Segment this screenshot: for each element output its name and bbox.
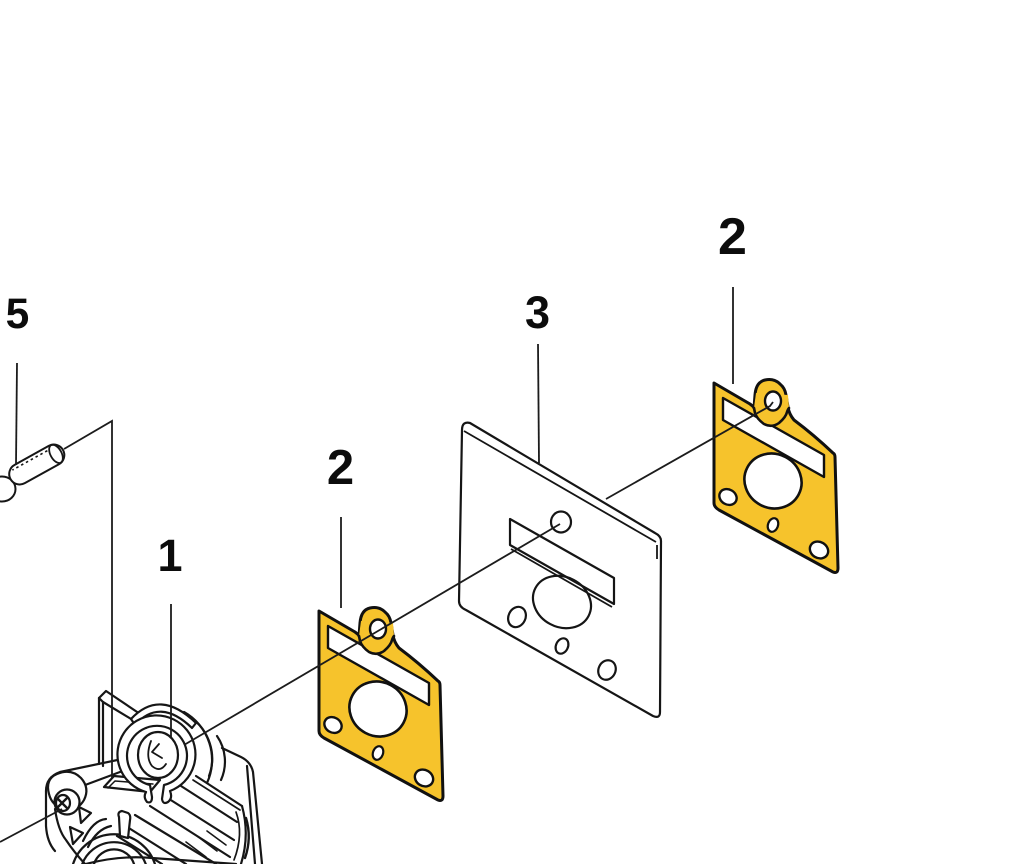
svg-text:5: 5 [6, 291, 30, 338]
svg-text:2: 2 [327, 441, 354, 495]
svg-text:1: 1 [157, 530, 182, 581]
svg-text:3: 3 [525, 287, 550, 338]
svg-text:2: 2 [718, 208, 747, 266]
